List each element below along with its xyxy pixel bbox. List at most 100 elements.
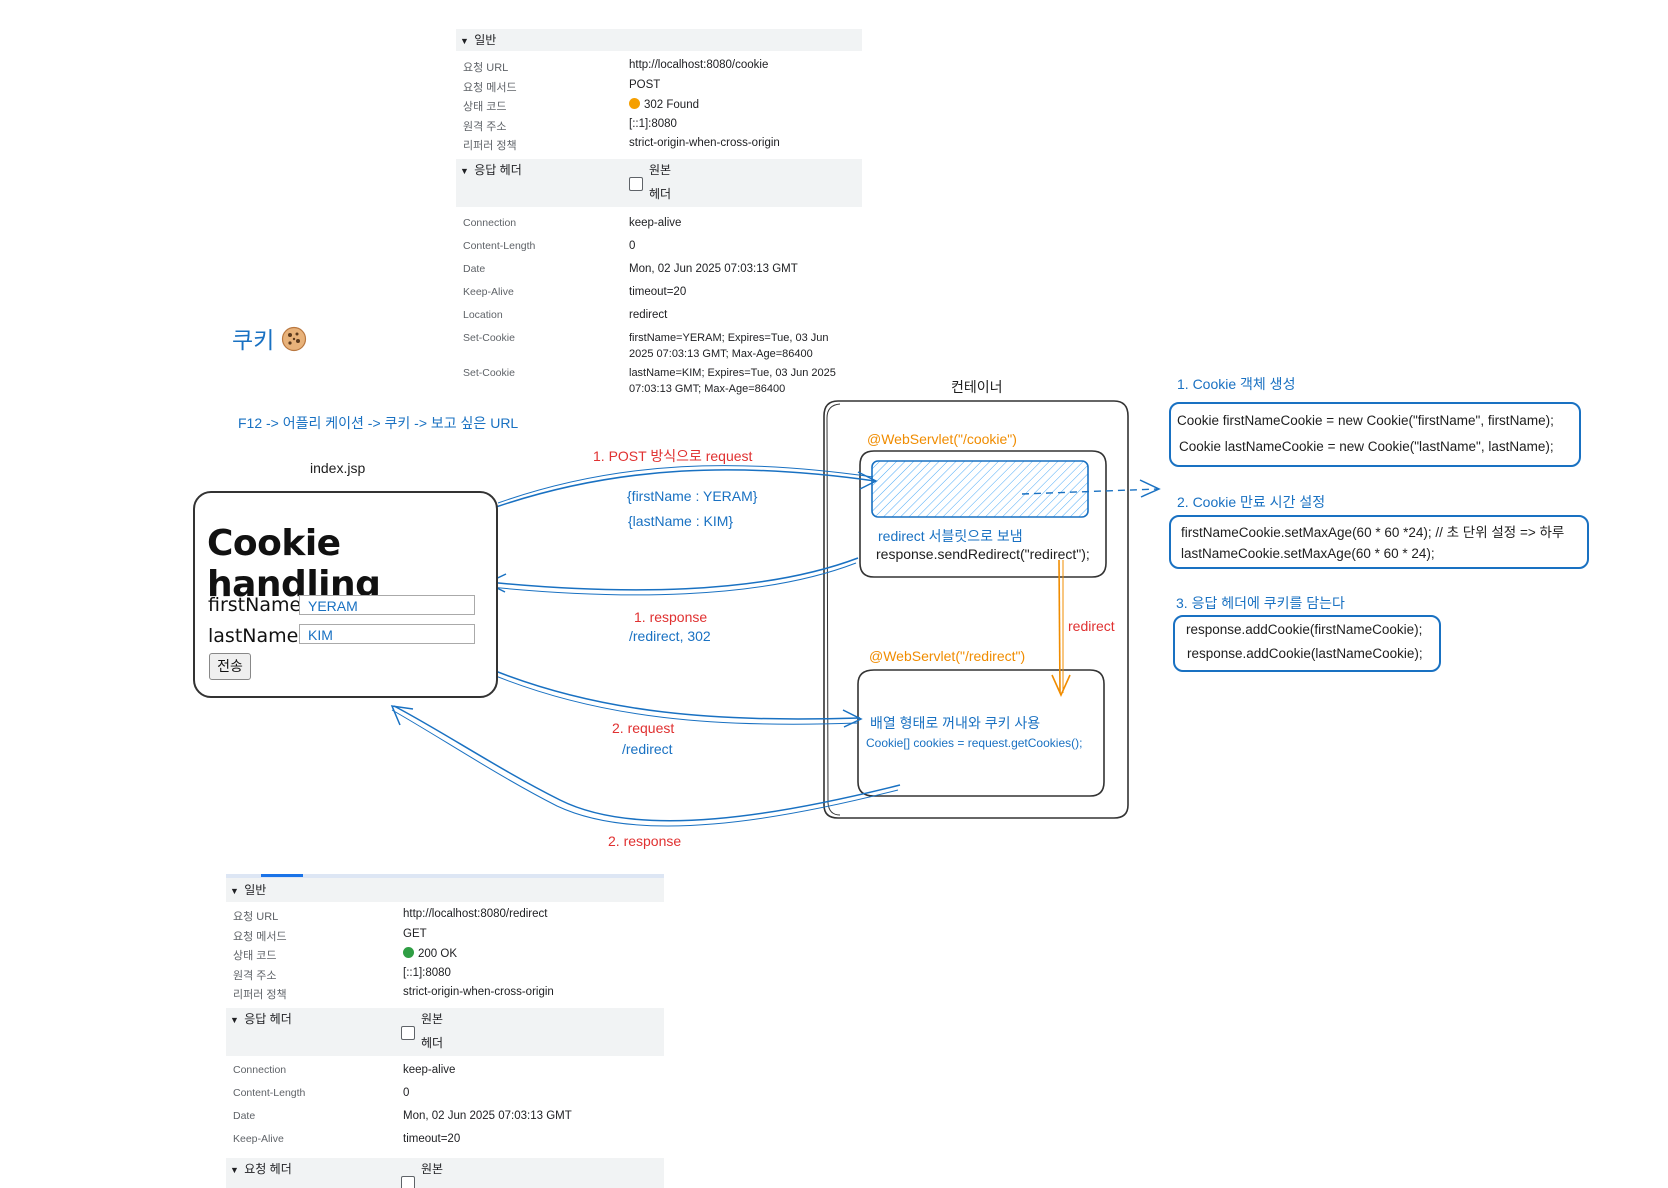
code-line: response.addCookie(lastNameCookie); <box>1187 646 1423 661</box>
response2-arrow <box>393 705 901 822</box>
response1-label: 1. response <box>634 609 708 625</box>
section-request-headers-header[interactable]: ▼ 요청 헤더 원본 <box>226 1157 664 1188</box>
kv-value: 0 <box>403 1086 410 1099</box>
arrowhead-icon <box>1139 479 1161 498</box>
page-heading: 쿠키 <box>232 321 307 355</box>
kv-row: 요청 URL http://localhost:8080/cookie <box>456 59 862 79</box>
first-name-label: firstName : <box>208 594 314 616</box>
kv-row: 리퍼러 정책 strict-origin-when-cross-origin <box>226 986 664 1006</box>
kv-value: timeout=20 <box>403 1132 461 1145</box>
kv-value: redirect <box>629 308 668 321</box>
kv-row: 리퍼러 정책 strict-origin-when-cross-origin <box>456 137 862 157</box>
kv-row: Date Mon, 02 Jun 2025 07:03:13 GMT <box>226 1110 664 1133</box>
kv-value: strict-origin-when-cross-origin <box>403 986 554 998</box>
section-response-headers-header[interactable]: ▼ 응답 헤더 원본 헤더 <box>456 158 862 207</box>
cookie-icon <box>281 326 306 352</box>
kv-value: http://localhost:8080/cookie <box>629 59 769 71</box>
arrowhead-icon <box>390 705 414 726</box>
step2-title: 2. Cookie 만료 시간 설정 <box>1177 494 1326 510</box>
kv-row: Keep-Alive timeout=20 <box>456 286 862 309</box>
kv-row: 요청 URL http://localhost:8080/redirect <box>226 908 664 928</box>
collapse-triangle-icon: ▼ <box>460 36 469 46</box>
kv-key: 요청 메서드 <box>463 81 517 94</box>
step1-title: 1. Cookie 객체 생성 <box>1177 376 1296 392</box>
raw-headers-checkbox[interactable] <box>401 1025 415 1040</box>
kv-key: 리퍼러 정책 <box>233 989 287 1001</box>
kv-value: timeout=20 <box>629 285 687 298</box>
raw-headers-label: 헤더 <box>421 1035 444 1050</box>
arrowhead-icon <box>842 709 863 728</box>
kv-key: Location <box>463 308 503 321</box>
kv-key: Connection <box>233 1063 287 1076</box>
panel-top-bar <box>226 874 664 878</box>
section-general-header[interactable]: ▼ 일반 <box>226 878 664 902</box>
container-box <box>823 400 1129 819</box>
get-cookies-code: Cookie[] cookies = request.getCookies(); <box>866 736 1083 750</box>
kv-row: Content-Length 0 <box>226 1087 664 1110</box>
kv-value: lastName=KIM; Expires=Tue, 03 Jun 2025 <box>629 366 836 379</box>
step1-code-box: Cookie firstNameCookie = new Cookie("fir… <box>1169 402 1581 467</box>
raw-headers-checkbox[interactable] <box>401 1175 415 1188</box>
section-response-headers-header[interactable]: ▼ 응답 헤더 원본 헤더 <box>226 1007 664 1056</box>
first-name-input[interactable]: YERAM <box>299 595 475 615</box>
kv-key: Date <box>463 262 486 275</box>
collapse-triangle-icon: ▼ <box>460 165 469 176</box>
kv-value: 200 OK <box>403 947 457 960</box>
cookie-servlet-box <box>859 450 1107 578</box>
step3-title: 3. 응답 헤더에 쿠키를 담는다 <box>1176 595 1345 611</box>
kv-key: Set-Cookie <box>463 366 515 379</box>
kv-key: Set-Cookie <box>463 331 515 344</box>
devtools-panel-redirect: ▼ 일반 요청 URL http://localhost:8080/redire… <box>226 874 664 1188</box>
kv-key: 상태 코드 <box>233 950 277 962</box>
raw-headers-label: 원본 <box>649 162 672 177</box>
response1-detail: /redirect, 302 <box>629 628 711 644</box>
kv-row: Connection keep-alive <box>456 217 862 240</box>
kv-row: Date Mon, 02 Jun 2025 07:03:13 GMT <box>456 263 862 286</box>
form-title: Cookie handling <box>207 523 381 605</box>
heading-text: 쿠키 <box>232 327 275 353</box>
container-box-sketch <box>826 403 841 816</box>
raw-headers-label: 헤더 <box>649 186 672 201</box>
kv-value: http://localhost:8080/redirect <box>403 908 548 920</box>
redirect-servlet-annotation: @WebServlet("/redirect") <box>869 648 1026 664</box>
redirect-note: redirect 서블릿으로 보냄 <box>878 528 1023 544</box>
status-dot-icon <box>629 98 640 109</box>
kv-key: 요청 URL <box>463 62 509 74</box>
request2-detail: /redirect <box>622 741 673 757</box>
kv-key: Connection <box>463 216 517 229</box>
kv-value: 07:03:13 GMT; Max-Age=86400 <box>629 382 786 395</box>
response1-arrow <box>487 557 859 591</box>
use-cookies-note: 배열 형태로 꺼내와 쿠키 사용 <box>870 715 1041 731</box>
last-name-input[interactable]: KIM <box>299 624 475 644</box>
section-general-header[interactable]: ▼ 일반 <box>456 29 862 51</box>
collapse-triangle-icon: ▼ <box>230 1014 239 1025</box>
redirect-servlet-box <box>857 669 1105 797</box>
kv-value: keep-alive <box>403 1063 456 1076</box>
kv-value: POST <box>629 78 661 91</box>
kv-key: 요청 URL <box>233 911 279 923</box>
container-label: 컨테이너 <box>951 379 1003 395</box>
section-title: 응답 헤더 <box>244 1011 292 1026</box>
kv-row: 요청 메서드 POST <box>456 79 862 99</box>
submit-button[interactable]: 전송 <box>209 653 251 680</box>
raw-headers-checkbox[interactable] <box>629 176 643 191</box>
kv-row: Set-Cookie firstName=YERAM; Expires=Tue,… <box>456 332 862 367</box>
kv-key: Content-Length <box>233 1086 306 1099</box>
code-line: Cookie lastNameCookie = new Cookie("last… <box>1179 439 1554 454</box>
kv-key: 원격 주소 <box>233 969 277 982</box>
kv-key: Keep-Alive <box>463 285 514 298</box>
kv-row: 원격 주소 [::1]:8080 <box>226 967 664 987</box>
raw-headers-label: 원본 <box>421 1161 444 1176</box>
kv-key: 리퍼러 정책 <box>463 140 517 152</box>
post-request-arrow <box>495 469 876 508</box>
section-title: 응답 헤더 <box>474 162 522 177</box>
kv-value: firstName=YERAM; Expires=Tue, 03 Jun <box>629 331 829 344</box>
kv-row: Keep-Alive timeout=20 <box>226 1133 664 1156</box>
kv-value: Mon, 02 Jun 2025 07:03:13 GMT <box>403 1109 572 1122</box>
kv-key: 상태 코드 <box>463 101 507 113</box>
request2-label: 2. request <box>612 720 675 736</box>
devtools-panel-cookie: ▼ 일반 요청 URL http://localhost:8080/cookie… <box>456 29 862 401</box>
code-line: Cookie firstNameCookie = new Cookie("fir… <box>1177 413 1554 428</box>
cookie-form-card: Cookie handling firstName : YERAM lastNa… <box>193 491 498 698</box>
